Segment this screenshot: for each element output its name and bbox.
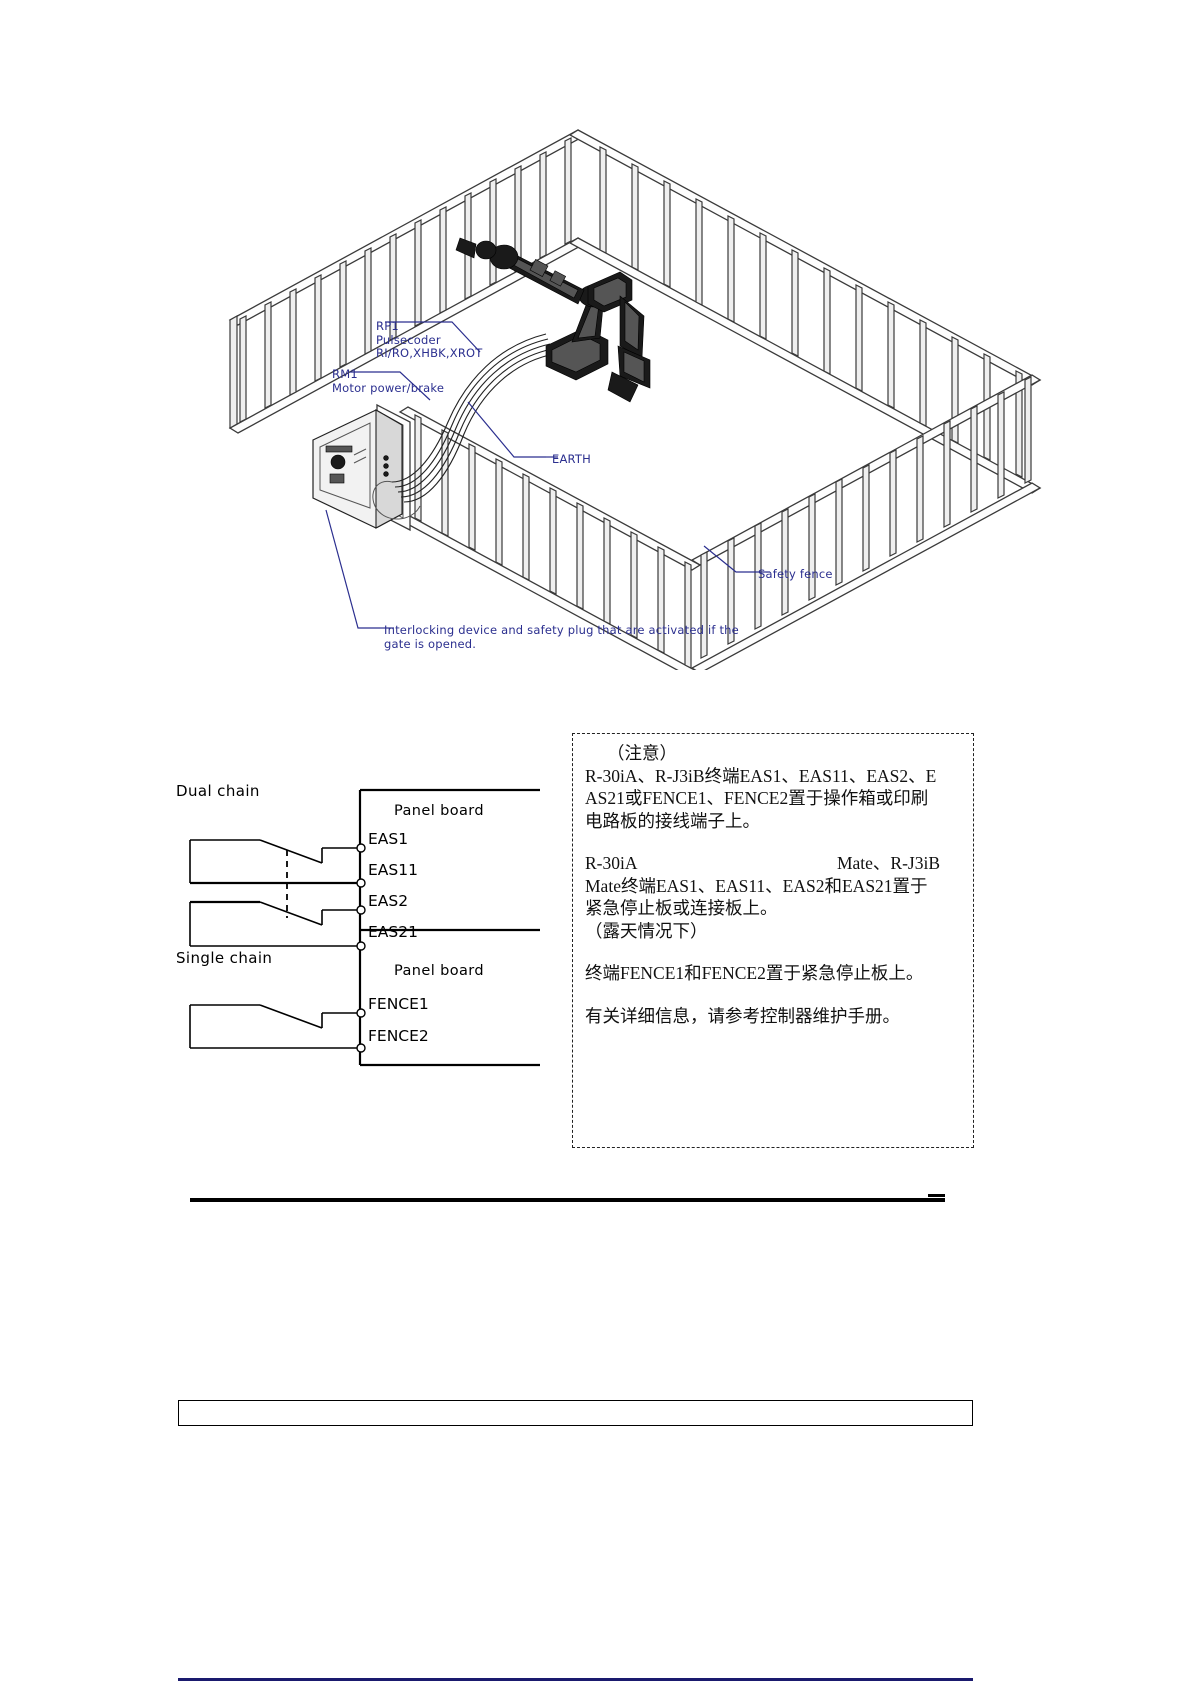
dual-chain-lower-contact — [189, 900, 360, 947]
panel-board-label-single: Panel board — [394, 963, 484, 979]
note-spacer-3 — [585, 985, 967, 1005]
terminal-dots — [356, 843, 366, 1053]
leader-lines — [325, 321, 770, 629]
fence-run-front-right — [690, 374, 1042, 670]
rule-end-tick — [928, 1194, 945, 1197]
note-para2-left: R-30iA — [585, 853, 638, 873]
note-para1-line2: AS21或FENCE1、FENCE2置于操作箱或印刷 — [585, 788, 929, 808]
figure-label-interlocking-device: Interlocking device and safety plug that… — [384, 623, 739, 651]
robot-controller-cabinet — [312, 409, 403, 529]
chain-circuit-diagram — [170, 770, 540, 1070]
note-para2-line1: R-30iA Mate、R-J3iB — [585, 852, 940, 875]
terminal-label-eas21: EAS21 — [368, 923, 418, 941]
note-para2-line2: Mate终端EAS1、EAS11、EAS2和EAS21置于 — [585, 875, 928, 896]
fence-run-back-left — [228, 129, 588, 434]
terminal-label-eas2: EAS2 — [368, 892, 409, 910]
note-para2-right: Mate、R-J3iB — [836, 853, 940, 873]
note-callout-box: （注意） R-30iA、R-J3iB终端EAS1、EAS11、EAS2、E AS… — [572, 733, 974, 1148]
fence-run-back-right — [568, 129, 1042, 494]
note-para4: 有关详细信息，请参考控制器维护手册。 — [585, 1005, 900, 1026]
note-para3: 终端FENCE1和FENCE2置于紧急停止板上。 — [585, 963, 924, 983]
panel-board-box-single — [358, 930, 540, 1067]
horizontal-rule — [190, 1198, 945, 1202]
fence-run-front-left — [398, 406, 702, 670]
figure-label-safety-fence: Safety fence — [758, 567, 833, 581]
note-para2-line3: 紧急停止板或连接板上。 — [585, 898, 778, 918]
safety-fence-figure: RP1 Pulsecoder RI/RO,XHBK,XROT RM1 Motor… — [180, 110, 1080, 670]
figure-label-rm1: RM1 Motor power/brake — [332, 367, 445, 395]
page-bottom-edge — [178, 1678, 973, 1681]
terminal-label-fence1: FENCE1 — [368, 995, 429, 1013]
note-spacer-1 — [585, 832, 967, 852]
note-para1-line1: R-30iA、R-J3iB终端EAS1、EAS11、EAS2、E — [585, 765, 937, 786]
note-content: （注意） R-30iA、R-J3iB终端EAS1、EAS11、EAS2、E AS… — [585, 742, 967, 1027]
note-spacer-2 — [585, 942, 967, 962]
terminal-label-eas1: EAS1 — [368, 830, 409, 848]
single-chain-label: Single chain — [176, 949, 273, 967]
terminal-label-eas11: EAS11 — [368, 861, 418, 879]
panel-board-label-dual: Panel board — [394, 803, 484, 819]
note-heading: （注意） — [607, 743, 677, 763]
single-chain-contact — [189, 1004, 360, 1049]
dual-chain-label: Dual chain — [176, 782, 260, 800]
figure-label-earth: EARTH — [552, 452, 591, 466]
dual-chain-upper-contact — [189, 839, 360, 885]
note-para2-line4: （露天情况下） — [585, 920, 708, 941]
footer-box — [178, 1400, 973, 1426]
note-para1-line3: 电路板的接线端子上。 — [585, 810, 760, 831]
terminal-label-fence2: FENCE2 — [368, 1027, 429, 1045]
cable-bundle — [372, 333, 555, 520]
industrial-robot — [455, 237, 651, 403]
figure-label-rp1: RP1 Pulsecoder RI/RO,XHBK,XROT — [376, 319, 483, 360]
